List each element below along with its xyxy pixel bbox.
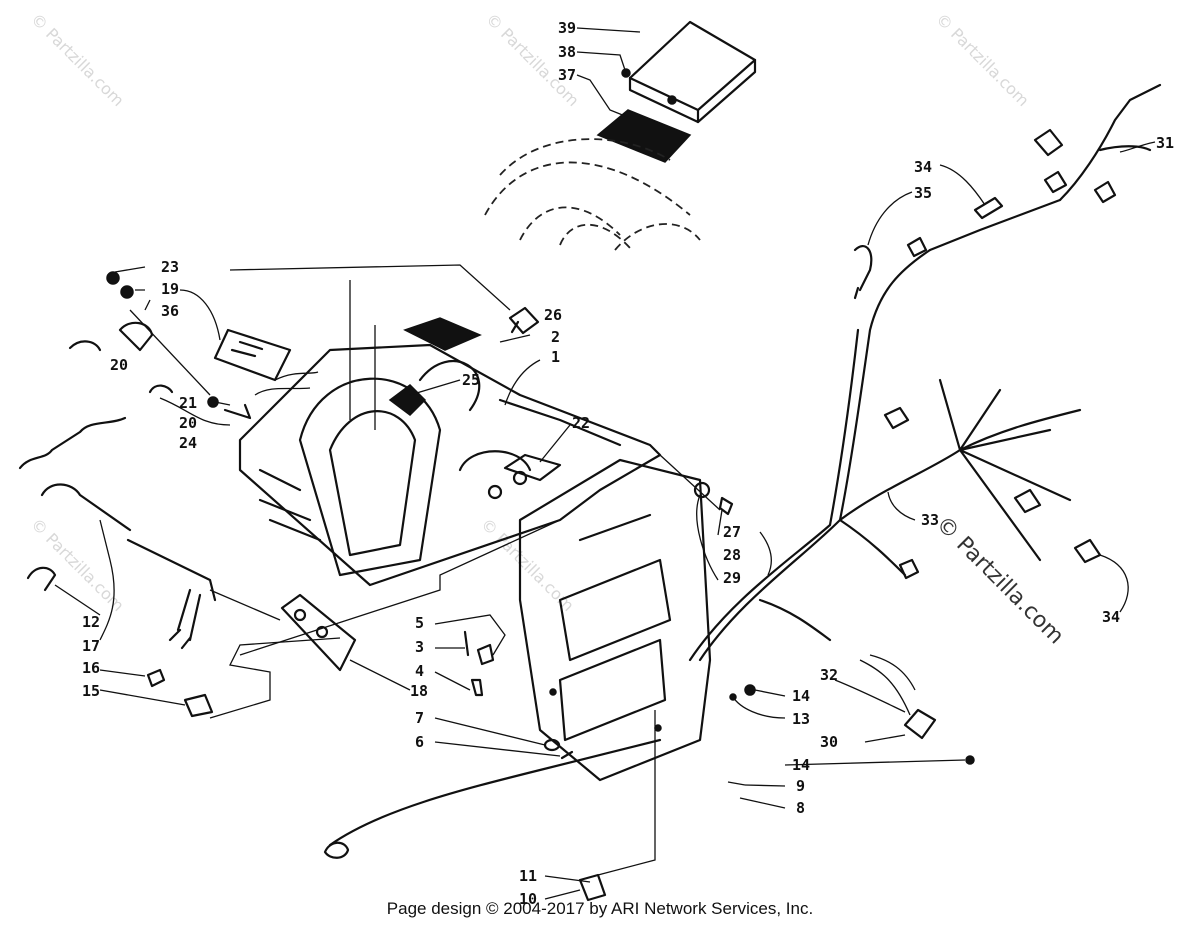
key-16 (146, 668, 166, 688)
callout-29: 29 (723, 569, 741, 587)
callout-31: 31 (1156, 134, 1174, 152)
callout-18: 18 (410, 682, 428, 700)
sensor-35 (853, 245, 873, 300)
plate-2 (403, 317, 482, 351)
callout-15: 15 (82, 682, 100, 700)
callout-16: 16 (82, 659, 100, 677)
leader-lines (54, 27, 1156, 900)
callout-33: 33 (921, 511, 939, 529)
callout-8: 8 (796, 799, 805, 817)
relay-30 (859, 654, 937, 740)
callout-24: 24 (179, 434, 197, 452)
callout-28: 28 (723, 546, 741, 564)
callout-13: 13 (792, 710, 810, 728)
switch-15 (183, 693, 214, 718)
lamp-cluster-19 (106, 271, 319, 396)
lever-12 (26, 566, 57, 592)
wiring-harness-31 (688, 83, 1162, 662)
console-housing-1 (238, 343, 712, 782)
callout-25: 25 (462, 371, 480, 389)
gauge-bezel-18 (280, 593, 357, 672)
callout-37: 37 (558, 66, 576, 84)
callout-34-b: 34 (1102, 608, 1120, 626)
callout-14-b: 14 (792, 756, 810, 774)
callout-21: 21 (179, 394, 197, 412)
callout-6: 6 (415, 733, 424, 751)
callout-23: 23 (161, 258, 179, 276)
grommet-29 (693, 481, 734, 516)
watermarks: © Partzilla.com © Partzilla.com © Partzi… (27, 9, 1068, 649)
callout-5: 5 (415, 614, 424, 632)
callout-12: 12 (82, 613, 100, 631)
callout-9: 9 (796, 777, 805, 795)
watermark-top-left: © Partzilla.com (27, 9, 128, 110)
callout-3: 3 (415, 638, 424, 656)
connector-34-top (973, 196, 1004, 220)
callout-27: 27 (723, 523, 741, 541)
ground-strap (323, 738, 662, 902)
gauge-25 (388, 384, 427, 416)
nut-14-13 (729, 684, 975, 765)
callout-11: 11 (519, 867, 537, 885)
cover-plate-39 (621, 20, 757, 124)
callout-32: 32 (820, 666, 838, 684)
callout-17: 17 (82, 637, 100, 655)
callout-7: 7 (415, 709, 424, 727)
hood-outline-dashed (484, 138, 701, 251)
callouts: 39 38 37 23 19 36 26 2 1 20 25 21 20 24 … (82, 19, 1174, 908)
callout-30: 30 (820, 733, 838, 751)
callout-22: 22 (572, 414, 590, 432)
callout-26: 26 (544, 306, 562, 324)
watermark-top-right: © Partzilla.com (932, 9, 1033, 110)
screw-9-8 (727, 781, 759, 803)
grille-37 (596, 109, 692, 163)
callout-1: 1 (551, 348, 560, 366)
callout-35: 35 (914, 184, 932, 202)
callout-14-a: 14 (792, 687, 810, 705)
callout-34-a: 34 (914, 158, 932, 176)
emblem-22 (503, 453, 562, 482)
callout-19: 19 (161, 280, 179, 298)
callout-4: 4 (415, 662, 424, 680)
callout-38: 38 (558, 43, 576, 61)
hardware-5-3-4 (463, 630, 495, 697)
switch-26 (508, 306, 540, 335)
callout-39: 39 (558, 19, 576, 37)
callout-2: 2 (551, 328, 560, 346)
callout-36: 36 (161, 302, 179, 320)
throttle-cable-17 (40, 483, 217, 650)
harness-24 (18, 384, 252, 470)
watermark-right: © Partzilla.com (931, 512, 1069, 650)
callout-20-a: 20 (110, 356, 128, 374)
callout-20-b: 20 (179, 414, 197, 432)
switch-20 (68, 321, 154, 352)
callout-10: 10 (519, 890, 537, 908)
footer-copyright: Page design © 2004-2017 by ARI Network S… (386, 899, 814, 918)
